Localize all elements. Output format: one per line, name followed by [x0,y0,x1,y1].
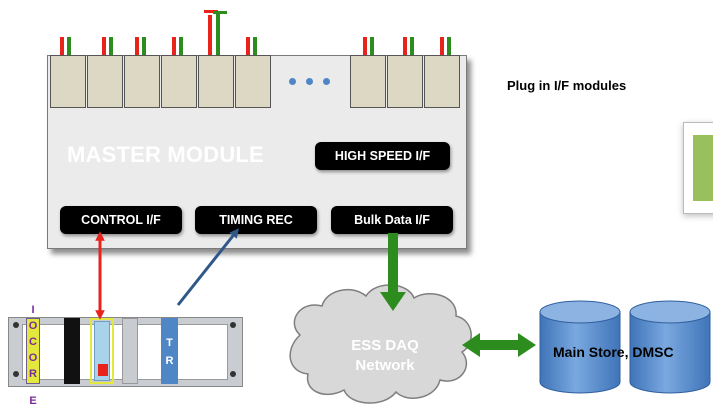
io-core-card [26,318,40,384]
crate-screw [230,322,236,328]
io-core-letter: O [28,320,38,332]
storage-cylinder-right [629,300,711,394]
interface-slot [424,55,460,108]
timing-receiver-card [161,318,178,384]
slot-1-pins [60,37,71,56]
slot-9-pins [440,37,451,56]
crate-screw [13,322,19,328]
crate-screw [13,371,19,377]
main-store-label: Main Store, DMSC [553,344,674,360]
io-core-letter: R [29,368,37,380]
slot-4-pins [172,37,183,56]
interface-slot [87,55,123,108]
timing-receiver-letter: T [166,337,173,349]
master-module-title: MASTER MODULE [67,142,264,167]
ellipsis-dot [289,78,296,85]
storage-cylinder-left [539,300,621,394]
timing-link-arrow [176,228,239,306]
interface-slot [235,55,271,108]
high-speed-if-label: HIGH SPEED I/F [315,142,450,170]
ellipsis-dot [323,78,330,85]
interface-slot [387,55,423,108]
io-core-letter: E [29,395,37,407]
ess-daq-network-cloud [289,284,472,404]
plugin-modules-label: Plug in I/F modules [507,78,627,93]
interface-slot [50,55,86,108]
plugin-module-face [693,135,713,201]
slot-5-pins [204,10,227,56]
network-label-line1: ESS DAQ [351,337,419,354]
network-label-line2: Network [355,357,415,374]
io-core-letter: C [29,336,37,348]
slot-7-pins [363,37,374,56]
timing-receiver-letter: R [165,355,174,367]
io-core-letter: I [31,304,35,316]
bulk-data-link-arrow [380,233,406,311]
control-card-led [98,364,108,376]
network-store-link-arrow [462,333,536,357]
black-card [64,318,80,384]
bulk-data-if-label: Bulk Data I/F [331,206,453,234]
grey-card [122,318,138,384]
interface-slot [198,55,234,108]
interface-slot [124,55,160,108]
crate-screw [230,371,236,377]
slot-6-pins [246,37,257,56]
interface-slot [350,55,386,108]
ess-daq-network-label: ESS DAQ Network [330,336,440,376]
io-core-letter: O [28,352,38,364]
slot-3-pins [135,37,146,56]
slot-2-pins [102,37,113,56]
interface-slot [161,55,197,108]
slot-8-pins [403,37,414,56]
control-if-label: CONTROL I/F [60,206,182,234]
timing-rec-label: TIMING REC [195,206,317,234]
ellipsis-dot [306,78,313,85]
